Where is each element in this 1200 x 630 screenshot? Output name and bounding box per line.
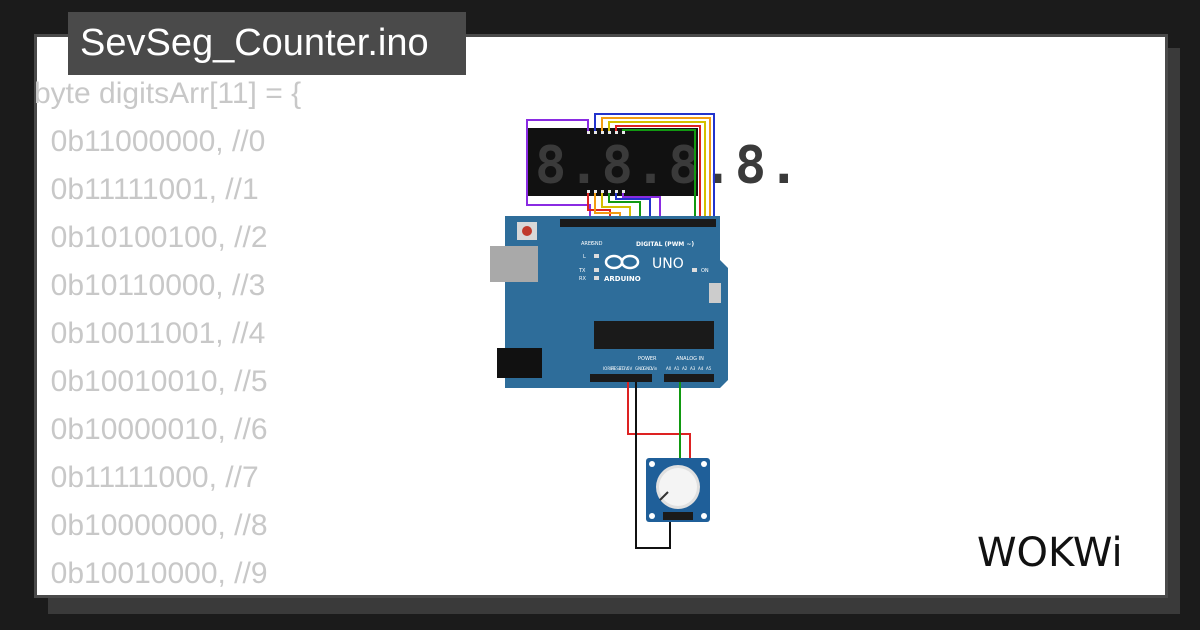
code-line: 0b10010010, //5 [34,365,268,398]
arduino-uno-board[interactable]: DIGITAL (PWM ~) AREF GND UNO ARDUINO ON … [490,216,728,388]
code-line: 0b10000010, //6 [34,413,268,446]
power-pin-label: Vin [651,366,658,371]
power-pin-label: 3.3V [619,366,628,371]
analog-header [664,374,714,382]
analog-pin-label: A4 [698,366,704,371]
analog-pin-label: A1 [674,366,680,371]
potentiometer-module[interactable] [646,458,710,522]
power-pin-label: GND [643,366,652,371]
code-line: 0b10000000, //8 [34,509,268,542]
power-header [590,374,652,382]
code-line: 0b11000000, //0 [34,125,266,158]
wokwi-logo-text: WOKWi [977,530,1123,574]
power-pin-label: RESET [611,366,624,371]
display-wires [526,113,715,220]
brand-label: ARDUINO [604,275,641,283]
gnd-label: GND [591,241,603,247]
l-label: L [583,254,586,260]
analog-label: ANALOG IN [676,356,704,362]
code-line: 0b10011001, //4 [34,317,266,350]
usb-port [490,246,538,282]
code-line: 0b10110000, //3 [34,269,266,302]
power-jack [497,348,542,378]
arduino-logo-icon [604,254,640,270]
display-digits: 8.8.8.8. [535,136,801,196]
aref-label: AREF [581,241,594,247]
analog-pin-label: A0 [666,366,672,371]
on-label: ON [701,268,709,274]
power-label: POWER [638,356,657,362]
code-line: 0b11111001, //1 [34,173,259,206]
code-preview: byte digitsArr[11] = { 0b11000000, //0 0… [34,70,414,588]
wokwi-logo: WOKWi [977,530,1123,574]
microcontroller-chip [594,321,714,349]
digital-header [560,219,716,227]
power-pin-label: 5V [627,366,633,371]
rx-label: RX [579,276,586,282]
power-pin-label: IOREF [603,366,616,371]
tx-label: TX [578,268,586,274]
code-line: byte digitsArr[11] = { [34,77,302,110]
code-line: 0b10010000, //9 [34,557,268,588]
digital-label: DIGITAL (PWM ~) [636,241,694,248]
analog-pin-label: A5 [706,366,712,371]
knob-indicator [659,491,669,501]
model-label: UNO [652,256,684,272]
project-title: SevSeg_Counter.ino [68,12,466,75]
analog-pin-label: A3 [690,366,696,371]
analog-pin-label: A2 [682,366,688,371]
power-pin-label: GND [635,366,644,371]
code-line: 0b10100100, //2 [34,221,268,254]
code-line: 0b11111000, //7 [34,461,259,494]
seven-segment-display[interactable]: 8.8.8.8. [528,128,801,196]
